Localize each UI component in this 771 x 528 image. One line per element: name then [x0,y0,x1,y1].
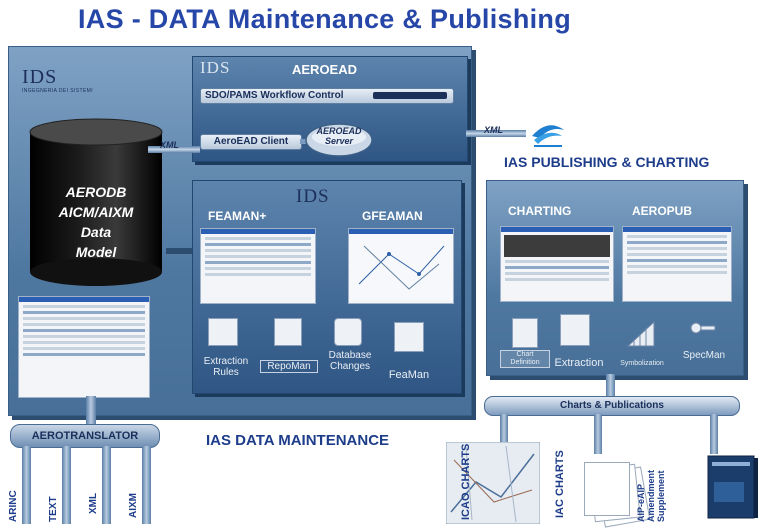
xml-right-connector [466,130,526,137]
database-label: AERODB AICM/AIXM Data Model [36,182,156,262]
feaman-screenshot [200,228,316,304]
icao-charts-label: ICAO CHARTS [460,443,472,520]
tool-feaman-label: FeaMan [388,369,430,381]
charts-publications-bus: Charts & Publications [484,396,740,416]
eurocontrol-logo-icon [532,125,564,147]
ids-logo-subtitle: INGEGNERIA DEI SISTEMI [22,88,94,94]
aip-label: AIP-eAIP Amendment Supplement [636,442,666,522]
maintenance-footer: IAS DATA MAINTENANCE [206,432,390,449]
aeroead-server-label: AEROEAD Server [304,126,374,146]
charting-screenshot [500,226,614,302]
iac-chart-sheet [584,462,630,516]
db-translator-connector [86,396,96,424]
tool-specman-label: SpecMan [682,350,726,361]
aeroead-title: AEROEAD [292,62,358,77]
xml-right-label: XML [484,125,503,135]
arinc-pipe [22,446,31,524]
icao-chart-map-icon [446,442,540,524]
xml-left-connector [148,146,200,153]
aeropub-title: AEROPUB [632,204,693,218]
chart-definition-text: Chart Definition [510,351,540,366]
extraction-rules-text: Extraction Rules [203,356,249,378]
translator-screenshot [18,296,150,398]
database-line-1: AERODB [65,184,127,200]
extraction-rules-icon[interactable] [208,318,238,346]
aip-label-text: AIP-eAIP Amendment Supplement [636,469,666,522]
database-line-3: Data [80,224,112,240]
charting-title: CHARTING [508,204,572,218]
page-title: IAS - DATA Maintenance & Publishing [78,4,572,34]
publishing-title: IAS PUBLISHING & CHARTING [504,154,710,170]
format-text: TEXT [48,496,59,522]
workflow-control-bar: SDO/PAMS Workflow Control [200,88,454,104]
gfeaman-map-icon [349,234,453,300]
database-line-2: AICM/AIXM [58,204,134,220]
text-pipe [62,446,71,524]
aeroead-client-label: AeroEAD Client [213,136,289,147]
format-xml: XML [88,492,99,514]
feaman-plus-title: FEAMAN+ [208,209,267,223]
gfeaman-title: GFEAMAN [362,209,423,223]
translator-bar: AEROTRANSLATOR [10,424,160,448]
tool-database-changes-label: Database Changes [322,350,378,372]
publishing-bus-connector [606,374,615,396]
format-arinc: ARINC [8,490,19,522]
tool-symbolization-label: Symbolization [620,360,664,367]
ids-logo: IDS [22,66,58,88]
database-cylinder-icon [29,118,163,286]
aeroead-client: AeroEAD Client [200,134,302,150]
icao-drop [500,414,508,454]
feaman-icon[interactable] [394,322,424,352]
aip-book-icon [707,455,758,519]
symbolization-icon[interactable] [626,320,656,348]
gfeaman-screenshot [348,228,454,304]
database-line-4: Model [75,244,117,260]
tool-extraction-rules-label: Extraction Rules [196,356,256,378]
tool-extraction-label: Extraction [554,357,604,369]
aeropub-screenshot [622,226,732,302]
workflow-slider-icon [373,92,447,99]
extraction-icon[interactable] [560,314,590,346]
server-line-2: Server [324,136,354,146]
server-line-1: AEROEAD [316,126,362,136]
chart-definition-icon[interactable] [512,318,538,348]
database-changes-icon[interactable] [334,318,362,346]
xml-pipe [102,446,111,524]
aixm-pipe [142,446,151,524]
database-changes-text: Database Changes [328,350,372,372]
db-feaman-connector [166,248,192,254]
iac-charts-label: IAC CHARTS [554,450,566,518]
iac-drop [594,414,602,454]
aeroead-ids-logo: IDS [200,58,231,77]
workflow-control-label: SDO/PAMS Workflow Control [205,90,344,101]
tool-repoman-label: RepoMan [260,360,318,373]
specman-icon[interactable] [688,318,718,338]
aip-drop [710,414,718,454]
xml-left-label: XML [160,140,179,150]
feaman-ids-logo: IDS [296,186,330,207]
repoman-icon[interactable] [274,318,302,346]
translator-title: AEROTRANSLATOR [31,430,139,442]
tool-chart-definition-label: Chart Definition [500,350,550,368]
format-aixm: AIXM [128,493,139,518]
charts-publications-label: Charts & Publications [560,400,664,411]
aeroead-server-icon [305,123,373,157]
